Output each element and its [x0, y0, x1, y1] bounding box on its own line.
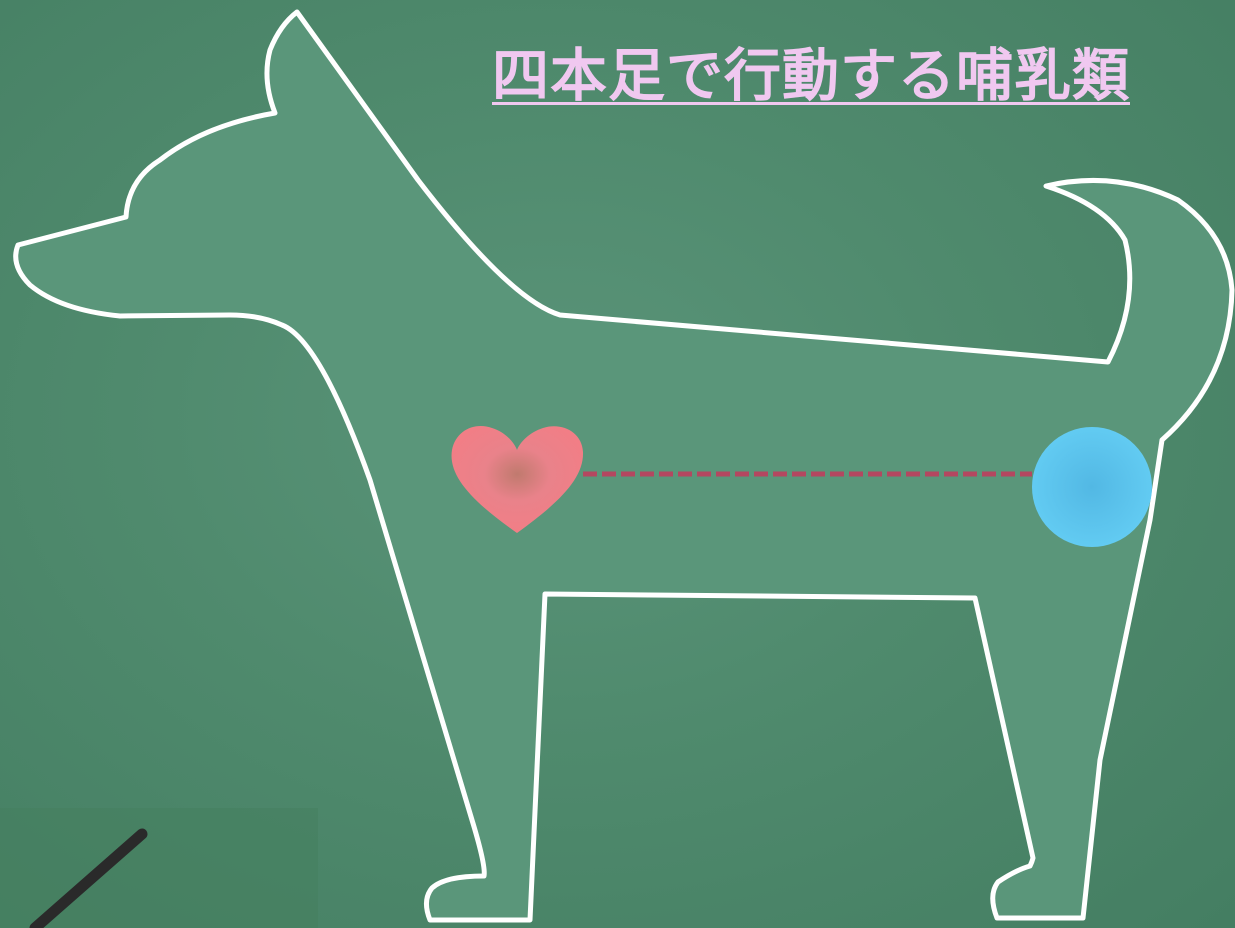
- page-title: 四本足で行動する哺乳類: [492, 43, 1130, 109]
- heart-icon: [451, 426, 584, 533]
- circle-marker: [1032, 427, 1152, 547]
- dog-outline: [13, 9, 1235, 923]
- chalk-stick: [29, 828, 148, 928]
